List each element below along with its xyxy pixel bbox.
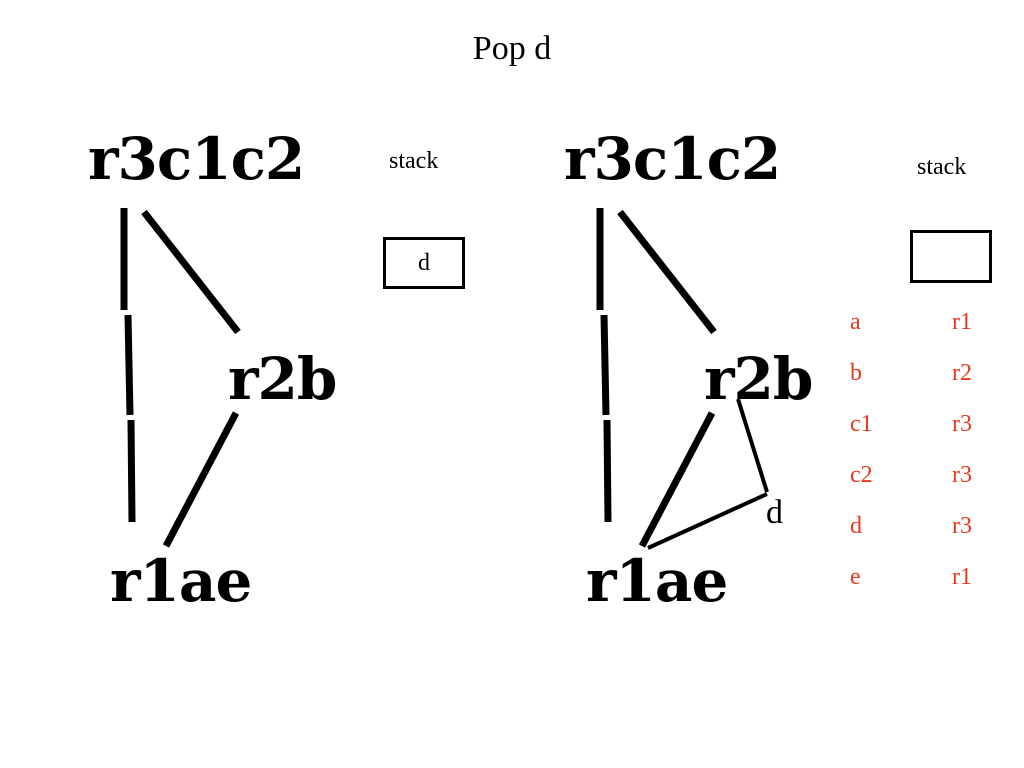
mapping-reg-c1: r3 — [952, 411, 972, 437]
mapping-var-b: b — [850, 360, 862, 386]
left-node-r1ae: r1ae — [110, 547, 252, 615]
right-graph-edges — [596, 208, 769, 550]
mapping-reg-d: r3 — [952, 513, 972, 539]
right-node-r3c1c2: r3c1c2 — [564, 125, 781, 193]
left-edge-r2-r1 — [162, 411, 240, 548]
right-node-r2b: r2b — [704, 345, 813, 413]
right-edge-r3-r1-seg3 — [603, 419, 612, 523]
mapping-reg-c2: r3 — [952, 462, 972, 488]
left-stack-item: d — [418, 249, 430, 276]
left-graph-edges — [120, 208, 241, 548]
left-edge-r3-r1-seg2 — [124, 314, 134, 416]
right-node-d: d — [766, 494, 783, 531]
page-title: Pop d — [472, 30, 552, 67]
right-stack-box — [910, 230, 992, 283]
mapping-var-a: a — [850, 309, 861, 335]
mapping-reg-a: r1 — [952, 309, 972, 335]
left-stack-label: stack — [389, 148, 439, 174]
right-edge-r3-r2 — [617, 209, 717, 335]
right-edge-r2-r1 — [638, 411, 716, 548]
mapping-var-c2: c2 — [850, 462, 873, 488]
right-edge-r3-r1-seg2 — [600, 314, 610, 416]
left-edge-r3-r2 — [141, 209, 241, 335]
right-edge-d-r1 — [647, 492, 768, 550]
right-edge-r2-d — [736, 398, 769, 493]
left-node-r3c1c2: r3c1c2 — [88, 125, 305, 193]
mapping-reg-b: r2 — [952, 360, 972, 386]
left-edge-r3-r1-seg3 — [127, 419, 136, 523]
left-node-r2b: r2b — [228, 345, 337, 413]
left-stack-box: d — [383, 237, 465, 289]
mapping-var-d: d — [850, 513, 862, 539]
mapping-var-c1: c1 — [850, 411, 873, 437]
right-stack-label: stack — [917, 154, 967, 180]
mapping-reg-e: r1 — [952, 564, 972, 590]
mapping-var-e: e — [850, 564, 861, 590]
right-node-r1ae: r1ae — [586, 547, 728, 615]
